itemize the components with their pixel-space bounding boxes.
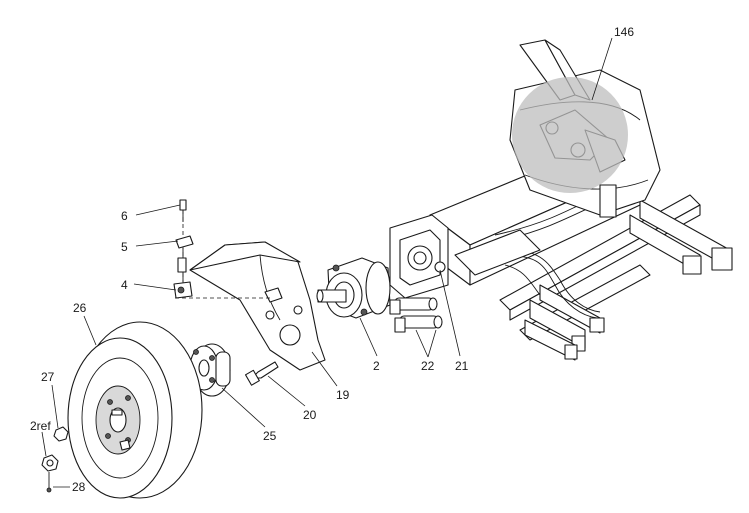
callout-5: 5 xyxy=(121,240,128,254)
callout-19: 19 xyxy=(336,388,350,402)
motor-mount-bracket xyxy=(389,214,449,299)
wheel-tire xyxy=(67,321,203,499)
hydraulic-motor xyxy=(316,257,391,319)
wheel-shield xyxy=(189,241,326,371)
callout-4: 4 xyxy=(121,278,128,292)
fasteners xyxy=(41,426,69,493)
hydraulic-fittings xyxy=(389,297,443,333)
callout-21: 21 xyxy=(455,359,469,373)
callout-2: 2 xyxy=(373,359,380,373)
callout-25: 25 xyxy=(263,429,277,443)
callout-22: 22 xyxy=(421,359,435,373)
callout-labels: 146 6 5 4 26 27 2ref 28 25 20 19 2 22 21 xyxy=(30,25,634,494)
callout-2ref: 2ref xyxy=(30,419,51,433)
callout-6: 6 xyxy=(121,209,128,223)
upper-assembly-146 xyxy=(509,39,661,218)
sensor-stack xyxy=(173,199,194,299)
callout-26: 26 xyxy=(73,301,87,315)
callout-27: 27 xyxy=(41,370,55,384)
callout-20: 20 xyxy=(303,408,317,422)
callout-28: 28 xyxy=(72,480,86,494)
highlight-zone xyxy=(512,77,628,193)
leader-lines xyxy=(41,37,613,488)
callout-146: 146 xyxy=(614,25,634,39)
bolt-20 xyxy=(244,361,279,386)
